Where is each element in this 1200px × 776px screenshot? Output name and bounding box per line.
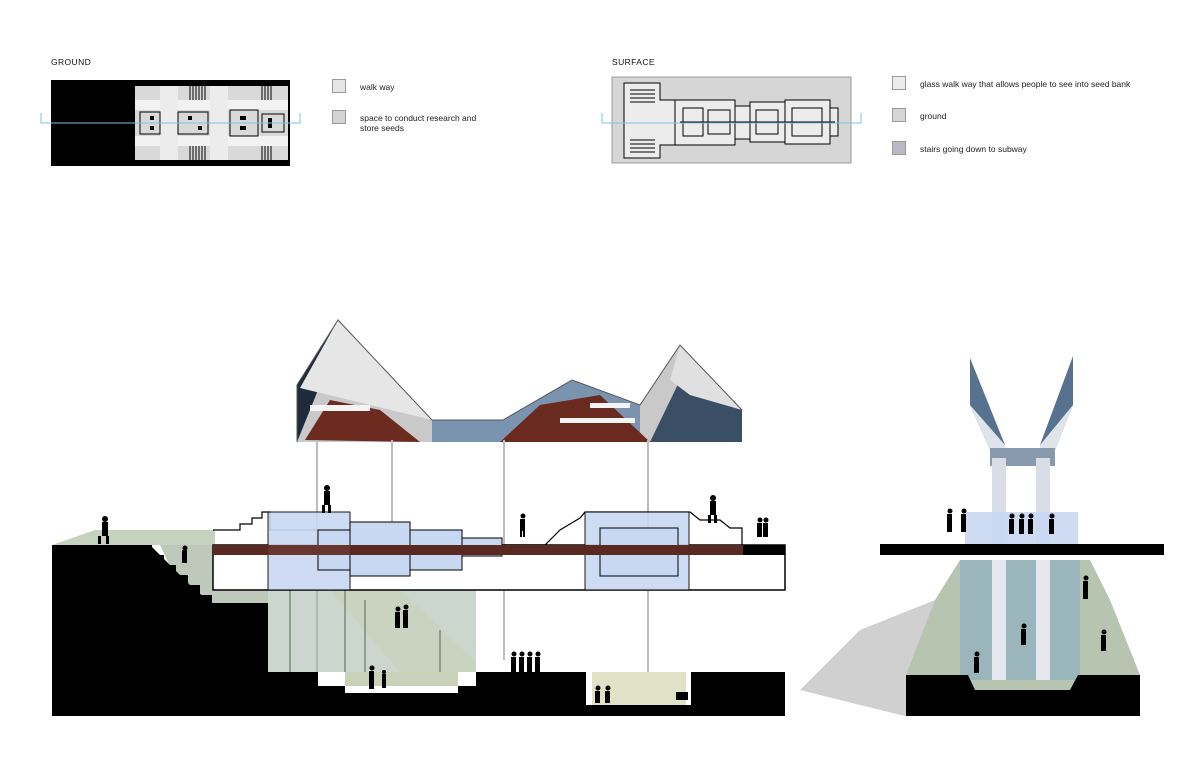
legend-swatch: [892, 141, 906, 155]
ground-plan: [40, 80, 301, 166]
surface-legend-item-stairs: stairs going down to subway: [892, 141, 1120, 155]
legend-swatch: [892, 108, 906, 122]
cross-section-people: [947, 508, 1107, 673]
legend-label: stairs going down to subway: [920, 144, 1027, 154]
surface-legend-item-glass-walkway: glass walk way that allows people to see…: [892, 76, 1180, 90]
surface-plan: [601, 76, 862, 164]
legend-label: walk way: [360, 82, 395, 92]
legend-label: glass walk way that allows people to see…: [920, 79, 1131, 89]
surface-plan-title: SURFACE: [612, 57, 655, 67]
people: [98, 485, 769, 703]
legend-label: ground: [920, 111, 947, 121]
legend-swatch: [332, 110, 346, 124]
surface-legend-item-ground: ground: [892, 108, 1120, 122]
earth-mass: [52, 545, 785, 716]
seed-bank-deck: [212, 511, 786, 591]
roof-canopy: [296, 319, 743, 442]
cross-section: [800, 356, 1164, 716]
ground-plan-title: GROUND: [51, 57, 92, 67]
ground-legend-item-walkway: walk way: [332, 79, 510, 93]
legend-swatch: [892, 76, 906, 90]
ground-legend-item-research: space to conduct research and store seed…: [332, 110, 482, 133]
legend-label: space to conduct research and store seed…: [360, 113, 477, 133]
entrance-ramp: [52, 530, 215, 545]
legend-swatch: [332, 79, 346, 93]
